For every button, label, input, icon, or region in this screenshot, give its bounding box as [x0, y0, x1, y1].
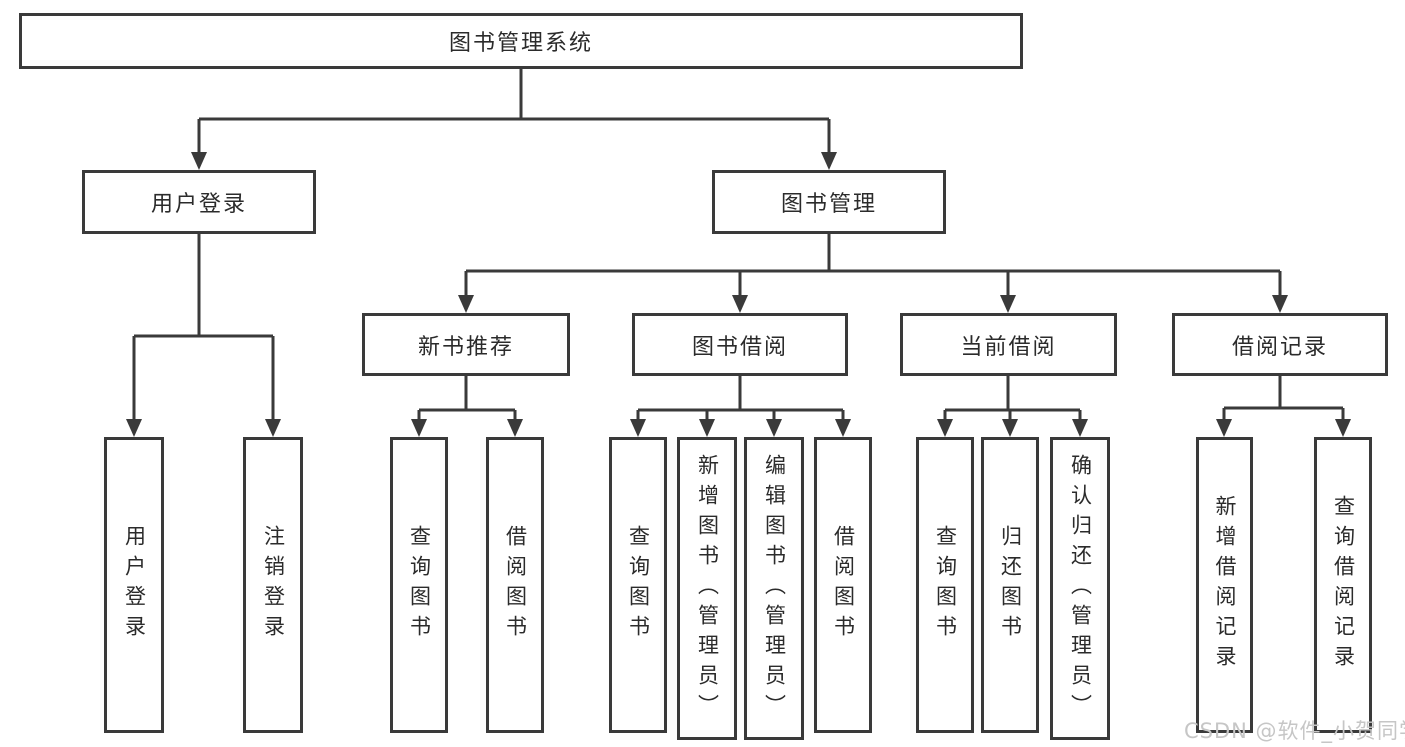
- node-current-borrow: 当前借阅: [900, 313, 1117, 376]
- leaf-return-books: 归还图书: [981, 437, 1039, 733]
- leaf-query-books-current: 查询图书: [916, 437, 974, 733]
- node-new-book-recommend: 新书推荐: [362, 313, 570, 376]
- leaf-edit-books-admin: 编辑图书（管理员）: [744, 437, 804, 740]
- node-user-login: 用户登录: [82, 170, 316, 234]
- leaf-confirm-return-admin: 确认归还（管理员）: [1050, 437, 1110, 740]
- leaf-query-borrow-record: 查询借阅记录: [1314, 437, 1372, 733]
- watermark: CSDN @软件_小贺同学: [1184, 719, 1405, 743]
- node-borrow-records: 借阅记录: [1172, 313, 1388, 376]
- leaf-add-books-admin: 新增图书（管理员）: [677, 437, 737, 740]
- node-book-management: 图书管理: [712, 170, 946, 234]
- node-book-borrow: 图书借阅: [632, 313, 848, 376]
- leaf-borrow-books: 借阅图书: [814, 437, 872, 733]
- leaf-user-login: 用户登录: [104, 437, 164, 733]
- leaf-add-borrow-record: 新增借阅记录: [1196, 437, 1253, 733]
- leaf-query-books-recommend: 查询图书: [390, 437, 448, 733]
- leaf-query-books-borrow: 查询图书: [609, 437, 667, 733]
- leaf-logout: 注销登录: [243, 437, 303, 733]
- node-library-management-system: 图书管理系统: [19, 13, 1023, 69]
- leaf-borrow-books-recommend: 借阅图书: [486, 437, 544, 733]
